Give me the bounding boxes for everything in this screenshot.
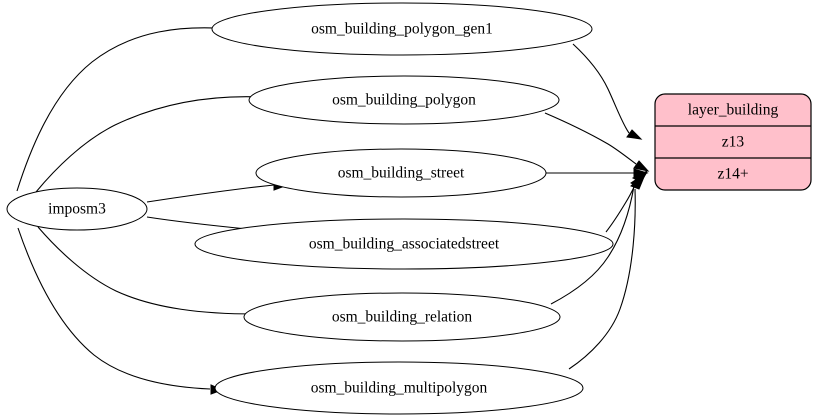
- layer_building-row-zoom-14-plus: z14+: [717, 166, 748, 183]
- node-layer_building[interactable]: layer_building z13 z14+: [654, 93, 812, 191]
- node-osm_building_polygon[interactable]: osm_building_polygon: [248, 75, 560, 125]
- node-osm_building_polygon-label: osm_building_polygon: [332, 92, 476, 109]
- node-osm_building_multipolygon-label: osm_building_multipolygon: [311, 380, 488, 397]
- edge-imposm3-to-osm_building_polygon_gen1: [16, 24, 245, 192]
- edge-osm_building_street-to-layer_building-z14plus: [546, 168, 649, 178]
- node-osm_building_associatedstreet-label: osm_building_associatedstreet: [309, 236, 500, 253]
- node-osm_building_street-label: osm_building_street: [338, 165, 465, 182]
- edge-osm_building_multipolygon-to-layer_building-z14plus: [568, 171, 647, 370]
- node-osm_building_street[interactable]: osm_building_street: [255, 148, 547, 198]
- edge-group-tables-to-layer: [544, 43, 650, 370]
- node-osm_building_polygon-shape[interactable]: [248, 75, 560, 125]
- node-osm_building_associatedstreet-shape[interactable]: [194, 218, 614, 270]
- layer_building-row-layer-name: layer_building: [688, 102, 779, 119]
- edge-imposm3-to-osm_building_street: [146, 180, 287, 203]
- node-osm_building_associatedstreet[interactable]: osm_building_associatedstreet: [194, 218, 614, 270]
- edge-osm_building_polygon_gen1-to-layer_building-z13: [572, 43, 643, 140]
- node-imposm3-label: imposm3: [48, 201, 106, 218]
- edge-imposm3-to-osm_building_polygon: [35, 92, 275, 193]
- node-osm_building_polygon_gen1-label: osm_building_polygon_gen1: [311, 21, 493, 38]
- node-osm_building_relation-shape[interactable]: [243, 292, 561, 342]
- node-imposm3[interactable]: imposm3: [6, 187, 148, 231]
- node-osm_building_multipolygon[interactable]: osm_building_multipolygon: [214, 361, 584, 415]
- node-osm_building_polygon_gen1-shape[interactable]: [211, 2, 593, 56]
- layer_building-row-zoom-13: z13: [722, 134, 745, 151]
- node-osm_building_street-shape[interactable]: [255, 148, 547, 198]
- edge-osm_building_polygon-to-layer_building-z14plus: [544, 112, 650, 172]
- node-osm_building_multipolygon-shape[interactable]: [214, 361, 584, 415]
- node-osm_building_polygon_gen1[interactable]: osm_building_polygon_gen1: [211, 2, 593, 56]
- node-layer_building-shape[interactable]: [654, 93, 812, 191]
- node-imposm3-shape[interactable]: [6, 187, 148, 231]
- node-osm_building_relation-label: osm_building_relation: [332, 309, 473, 326]
- node-osm_building_relation[interactable]: osm_building_relation: [243, 292, 561, 342]
